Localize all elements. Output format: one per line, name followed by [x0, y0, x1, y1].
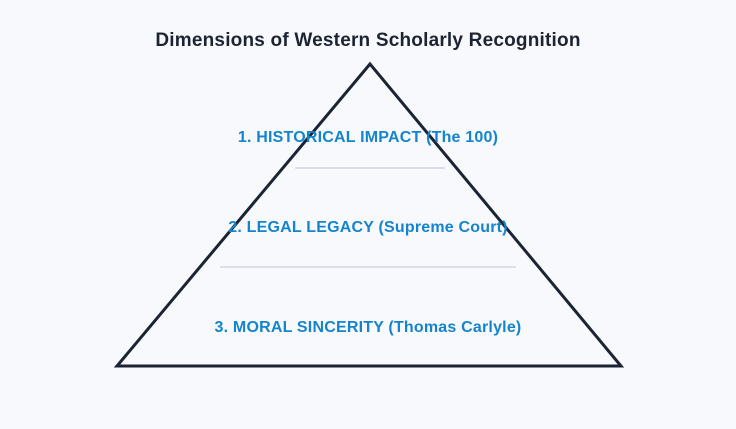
- pyramid-triangle-icon: [113, 61, 625, 368]
- pyramid-level-1-label: 1. HISTORICAL IMPACT (The 100): [237, 129, 499, 146]
- pyramid-level-2-label: 2. LEGAL LEGACY (Supreme Court): [228, 219, 508, 236]
- pyramid-level-3-label: 3. MORAL SINCERITY (Thomas Carlyle): [214, 319, 522, 336]
- level-divider-1: [295, 167, 445, 169]
- level-divider-2: [220, 266, 516, 268]
- diagram-title: Dimensions of Western Scholarly Recognit…: [155, 30, 581, 51]
